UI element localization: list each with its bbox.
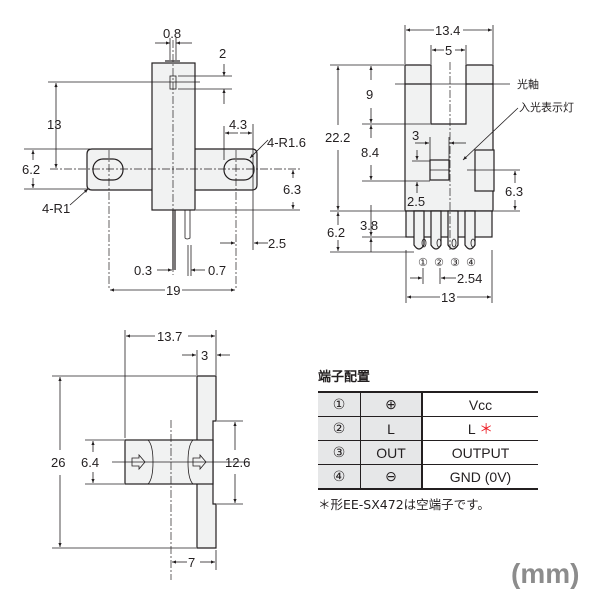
dim-flange-height: 6.2 <box>22 162 40 177</box>
table-row: ③ OUT OUTPUT <box>318 440 538 465</box>
label-indicator: 入光表示灯 <box>519 100 574 114</box>
dim-flange-thickness: 3 <box>201 348 208 363</box>
label-optical-axis: 光軸 <box>517 77 539 91</box>
dim-window-offset: 2.5 <box>407 194 425 209</box>
table-row: ① ⊕ Vcc <box>318 392 538 417</box>
pin-symbol: ⊕ <box>360 392 423 417</box>
pin-label-4: ④ <box>466 256 476 269</box>
bottom-view: 13.7 3 26 6.4 12.6 7 <box>51 329 250 580</box>
dim-window-width: 3 <box>412 128 419 143</box>
dim-mount-pitch: 19 <box>166 283 180 298</box>
front-body <box>151 62 196 211</box>
dim-sensor-height: 6.4 <box>81 455 99 470</box>
dim-corner-radius-right: 4-R1.6 <box>267 135 306 150</box>
dim-corner-radius-left: 4-R1 <box>42 201 70 216</box>
pin-number: ④ <box>318 464 361 489</box>
dim-slit-width: 0.8 <box>163 26 181 41</box>
terminal-table-title: 端子配置 <box>318 370 371 385</box>
pin-label-3: ③ <box>450 256 460 269</box>
receiver-arrow-icon <box>192 453 207 471</box>
dim-terminal-base: 3.8 <box>360 218 378 233</box>
dim-slot-width: 5 <box>445 43 452 58</box>
dim-slit-height: 2 <box>219 46 226 61</box>
dim-overall-width: 13.4 <box>435 23 460 38</box>
terminal-arrangement: 端子配置 ① ⊕ Vcc ② L L ＊ ③ OUT OUTPUT ④ ⊖ GN… <box>318 366 538 513</box>
unit-label: (mm) <box>511 558 580 589</box>
side-view: ① ② ③ ④ 13.4 5 光軸 入光表示灯 9 8.4 <box>325 23 574 305</box>
pin-symbol: OUT <box>360 440 423 465</box>
indicator-led <box>474 149 495 192</box>
dim-pin-thickness: 0.3 <box>134 263 152 278</box>
dim-axis-offset: 7 <box>188 555 195 570</box>
table-row: ④ ⊖ GND (0V) <box>318 464 538 489</box>
dim-height: 26 <box>51 455 65 470</box>
dim-total-height: 22.2 <box>325 130 350 145</box>
dim-axis-height: 13 <box>47 117 61 132</box>
pin-number: ③ <box>318 440 361 465</box>
pin-number: ① <box>318 392 361 417</box>
dim-hole-pitch: 4.3 <box>229 117 247 132</box>
dim-led-height: 6.3 <box>505 184 523 199</box>
mount-hole-left <box>92 158 124 181</box>
dim-terminal-length: 6.2 <box>327 225 345 240</box>
pin-symbol: ⊖ <box>360 464 423 489</box>
pin-number: ② <box>318 416 361 441</box>
pin-name: Vcc <box>422 392 538 417</box>
dim-pin-width: 0.7 <box>208 263 226 278</box>
terminals <box>413 210 476 250</box>
dim-body-section: 8.4 <box>361 145 379 160</box>
front-view: 0.8 2 13 6.2 4.3 4-R1.6 4-R1 6.3 <box>22 26 306 298</box>
table-footnote: ＊形EE-SX472は空端子です。 <box>318 497 490 512</box>
mount-hole-right <box>223 158 255 181</box>
terminal-table: ① ⊕ Vcc ② L L ＊ ③ OUT OUTPUT ④ ⊖ GND (0V… <box>318 391 538 490</box>
pin-name: GND (0V) <box>422 464 538 489</box>
dim-flange-step: 12.6 <box>225 455 250 470</box>
table-row: ② L L ＊ <box>318 416 538 441</box>
pin-symbol: L <box>360 416 423 441</box>
dim-terminal-pitch: 2.54 <box>457 271 482 286</box>
dim-hole-to-edge: 2.5 <box>268 236 286 251</box>
dim-slot-depth: 9 <box>366 87 373 102</box>
pin-label-1: ① <box>418 256 428 269</box>
pin-name: L ＊ <box>422 416 538 441</box>
emitter-arrow-icon <box>131 453 146 471</box>
dim-depth: 13.7 <box>157 329 182 344</box>
dim-base-width: 13 <box>441 290 455 305</box>
dim-body-below-axis: 6.3 <box>283 182 301 197</box>
pin-label-2: ② <box>434 256 444 269</box>
asterisk-mark: ＊ <box>479 420 494 437</box>
pin-name: OUTPUT <box>422 440 538 465</box>
